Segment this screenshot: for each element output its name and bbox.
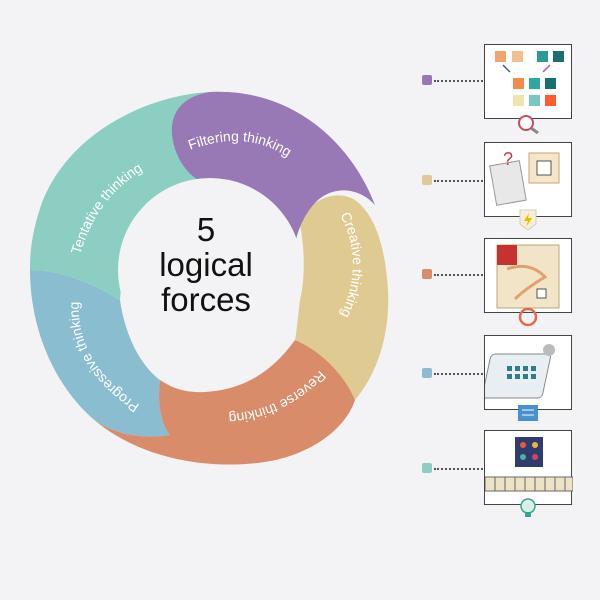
center-hole <box>118 178 302 362</box>
center-title: 5 logical forces <box>120 212 292 317</box>
grid-color-sort-icon <box>495 51 564 106</box>
bulb-icon <box>520 498 536 517</box>
connector-dots <box>434 274 490 276</box>
illustration-card-filtering <box>484 44 572 119</box>
segment-creative-thinking <box>295 195 389 400</box>
segment-reverse-thinking <box>92 340 355 465</box>
legend-row-progressive <box>422 335 592 421</box>
swatch-reverse <box>422 269 432 279</box>
legend-row-creative: ? <box>422 142 592 230</box>
segment-filtering-thinking <box>171 91 375 240</box>
illustration-card-tentative <box>484 430 574 505</box>
tablet-toy-icon <box>482 344 555 399</box>
center-title-line2: logical <box>159 246 253 283</box>
connector-dots <box>434 373 490 375</box>
legend-row-filtering <box>422 44 592 134</box>
lightning-icon <box>519 209 537 230</box>
robot-board-icon <box>484 437 574 492</box>
refresh-icon <box>518 307 538 327</box>
question-dice-icon: ? <box>489 149 560 206</box>
swatch-progressive <box>422 368 432 378</box>
list-icon <box>518 405 538 421</box>
illustration-card-progressive <box>482 335 572 410</box>
swatch-tentative <box>422 463 432 473</box>
segment-progressive-thinking <box>30 270 170 437</box>
connector-dots <box>434 180 490 182</box>
connector-dots <box>434 80 490 82</box>
magnifier-icon <box>518 115 539 134</box>
illustration-card-creative: ? <box>484 142 572 217</box>
svg-text:?: ? <box>503 149 513 169</box>
swatch-creative <box>422 175 432 185</box>
center-title-line3: forces <box>161 281 251 318</box>
illustration-card-reverse <box>484 238 572 313</box>
connector-dots <box>434 468 490 470</box>
segment-tentative-thinking <box>30 92 210 300</box>
center-title-line1: 5 <box>196 211 216 248</box>
legend-row-reverse <box>422 238 592 327</box>
legend-row-tentative <box>422 430 592 517</box>
path-puzzle-icon <box>496 244 560 309</box>
swatch-filtering <box>422 75 432 85</box>
